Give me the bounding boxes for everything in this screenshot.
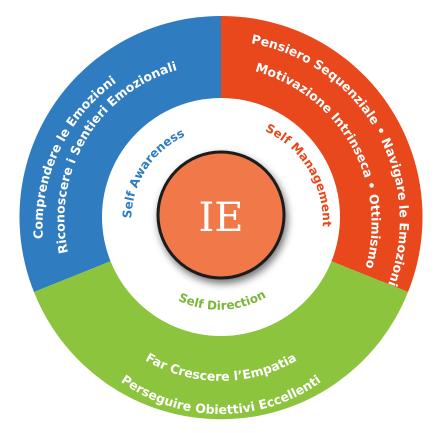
center-hub [156,150,286,280]
center-label: IE [199,195,244,241]
